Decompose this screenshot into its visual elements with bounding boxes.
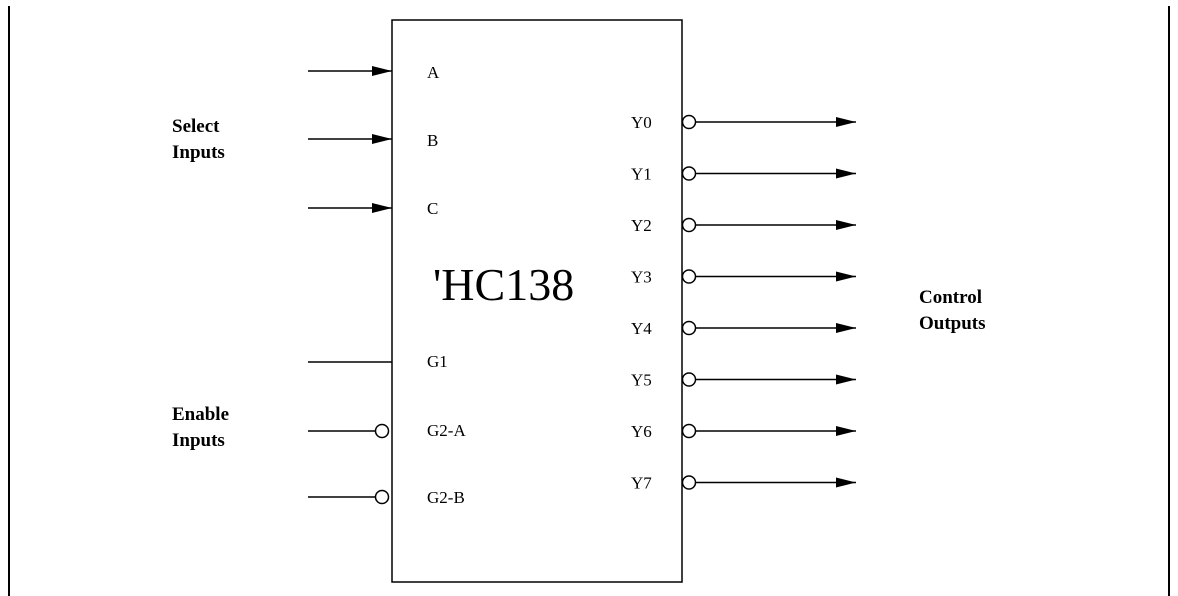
pin-label-y0: Y0 <box>631 113 652 132</box>
pin-label-y2: Y2 <box>631 216 652 235</box>
select-inputs-label-1: Select <box>172 116 220 137</box>
pin-label-y6: Y6 <box>631 422 652 441</box>
pin-label-b: B <box>427 131 438 150</box>
pin-label-a: A <box>427 63 440 82</box>
enable-inputs-label-1: Enable <box>172 404 229 425</box>
inversion-bubble-y7 <box>681 475 697 490</box>
pin-label-c: C <box>427 199 438 218</box>
chip-body <box>391 19 683 583</box>
enable-inputs-label-2: Inputs <box>172 430 225 451</box>
pin-label-y1: Y1 <box>631 165 652 184</box>
control-outputs-label-2: Outputs <box>919 313 986 334</box>
inversion-bubble-y0 <box>681 114 697 130</box>
pin-label-y4: Y4 <box>631 319 652 338</box>
inversion-bubble-y5 <box>681 372 697 387</box>
pin-label-g1: G1 <box>427 352 448 371</box>
pin-label-g2a: G2-A <box>427 421 466 440</box>
control-outputs-label-1: Control <box>919 287 982 308</box>
pin-label-y5: Y5 <box>631 371 652 390</box>
select-inputs-label-2: Inputs <box>172 142 225 163</box>
pin-label-g2b: G2-B <box>427 488 465 507</box>
pin-label-y7: Y7 <box>631 474 652 493</box>
inversion-bubble-y2 <box>681 217 697 233</box>
pin-label-y3: Y3 <box>631 268 652 287</box>
inversion-bubble-y6 <box>681 423 697 439</box>
inversion-bubble-g2b <box>374 489 390 505</box>
inversion-bubble-y1 <box>681 166 697 181</box>
inversion-bubble-y3 <box>681 269 697 284</box>
inversion-bubble-y4 <box>681 320 697 336</box>
inversion-bubble-g2a <box>374 423 390 439</box>
chip-name: 'HC138 <box>433 259 574 310</box>
